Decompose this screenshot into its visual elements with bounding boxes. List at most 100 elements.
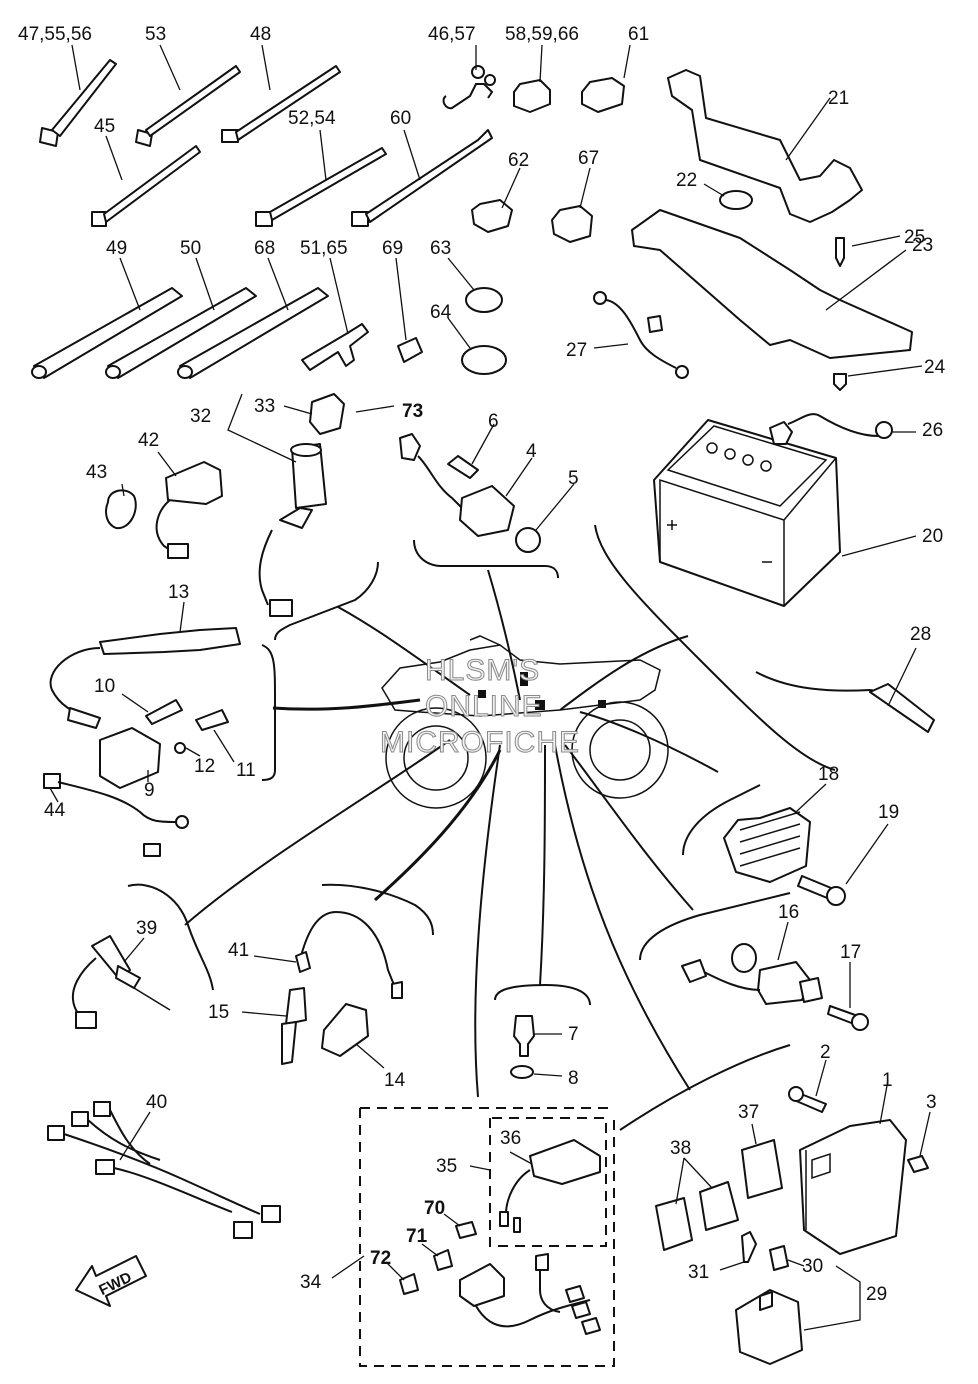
label-25: 25 — [904, 227, 925, 248]
tie-head-52 — [255, 211, 273, 227]
label-27: 27 — [566, 340, 587, 361]
label-leaders — [49, 44, 931, 1331]
socket-42 — [165, 461, 223, 505]
oring-64 — [461, 345, 507, 375]
clip-62 — [471, 199, 513, 233]
sensors-center — [281, 910, 403, 1065]
joints — [301, 287, 507, 375]
label-47-55-56: 47,55,56 — [18, 24, 92, 45]
switch-14 — [321, 1003, 369, 1057]
battery-20 — [653, 419, 841, 607]
tie-53 — [145, 65, 241, 137]
label-31: 31 — [688, 1262, 709, 1283]
bolt-31 — [741, 1231, 757, 1263]
screw-25 — [835, 237, 845, 267]
rectifier-18 — [723, 807, 811, 883]
cap-13 — [99, 627, 241, 655]
coil-9 — [99, 727, 161, 789]
bolt-10 — [145, 699, 183, 725]
label-5: 5 — [568, 468, 579, 489]
label-8: 8 — [568, 1068, 579, 1089]
label-41: 41 — [228, 940, 249, 961]
relay-16 — [681, 943, 869, 1031]
clip-24 — [833, 373, 847, 391]
label-20: 20 — [922, 526, 943, 547]
battery-box-23 — [631, 209, 913, 359]
starter-relay-29 — [735, 1289, 803, 1365]
label-6: 6 — [488, 411, 499, 432]
label-53: 53 — [145, 24, 166, 45]
part-labels: 47,55,56 53 48 46,57 58,59,66 61 45 52,5… — [18, 24, 946, 1305]
label-7: 7 — [568, 1024, 579, 1045]
label-63: 63 — [430, 238, 451, 259]
label-46-57: 46,57 — [428, 24, 476, 45]
label-42: 42 — [138, 430, 159, 451]
label-4: 4 — [526, 441, 537, 462]
label-33: 33 — [254, 396, 275, 417]
oring-63 — [465, 287, 503, 313]
label-69: 69 — [382, 238, 403, 259]
label-52-54: 52,54 — [288, 108, 336, 129]
label-44: 44 — [44, 800, 66, 821]
box-36 — [529, 1139, 601, 1185]
label-48: 48 — [250, 24, 271, 45]
dc-socket — [105, 461, 223, 559]
ignition-coil — [43, 627, 241, 857]
label-23: 23 — [912, 235, 933, 256]
damper-22 — [719, 190, 753, 210]
fwd-arrow-shape — [75, 1255, 147, 1307]
joint-51 — [301, 323, 369, 371]
sender-7 — [510, 1015, 535, 1079]
fuse-71 — [433, 1249, 453, 1271]
fuse-70 — [455, 1221, 477, 1239]
relay-37 — [741, 1139, 783, 1199]
bracket-21 — [667, 69, 863, 223]
label-15: 15 — [208, 1002, 229, 1023]
label-45: 45 — [94, 116, 115, 137]
tie-head-60 — [351, 211, 369, 227]
label-70: 70 — [424, 1198, 445, 1219]
label-51-65: 51,65 — [300, 238, 348, 259]
battery-bracket — [631, 69, 913, 391]
wire-harness — [47, 1101, 281, 1239]
label-68: 68 — [254, 238, 275, 259]
fuse-72 — [399, 1273, 419, 1295]
bolt-11 — [195, 709, 229, 731]
label-49: 49 — [106, 238, 127, 259]
sensor-15 — [285, 987, 307, 1025]
neutral-switch — [399, 433, 541, 553]
label-72: 72 — [370, 1248, 391, 1269]
fuse-box-group — [359, 1107, 615, 1367]
clip-67 — [551, 205, 593, 243]
tie-head-48 — [221, 129, 239, 143]
label-9: 9 — [144, 780, 155, 801]
label-34: 34 — [300, 1272, 322, 1293]
lead-28 — [755, 671, 935, 733]
label-61: 61 — [628, 24, 649, 45]
watermark: HLSM'S ONLINE MICROFICHE — [380, 654, 580, 760]
watermark-line-1: HLSM'S — [425, 654, 540, 687]
fuse-30 — [769, 1245, 789, 1271]
watermark-line-2: ONLINE — [425, 690, 543, 723]
lead-27 — [593, 291, 689, 379]
label-39: 39 — [136, 918, 157, 939]
label-29: 29 — [866, 1284, 887, 1305]
label-43: 43 — [86, 462, 107, 483]
tie-52 — [269, 147, 387, 221]
label-60: 60 — [390, 108, 411, 129]
label-36: 36 — [500, 1128, 521, 1149]
cdi-1 — [799, 1119, 907, 1255]
label-11: 11 — [236, 760, 256, 781]
clip-58 — [513, 79, 551, 113]
label-64: 64 — [430, 302, 452, 323]
tie-47 — [51, 59, 117, 137]
group-brackets — [127, 524, 836, 1006]
watermark-line-3: MICROFICHE — [380, 726, 580, 759]
label-67: 67 — [578, 148, 599, 169]
battery — [653, 413, 893, 607]
label-16: 16 — [778, 902, 799, 923]
label-24: 24 — [924, 357, 946, 378]
label-73: 73 — [402, 401, 423, 422]
fusebox-34 — [459, 1263, 505, 1307]
